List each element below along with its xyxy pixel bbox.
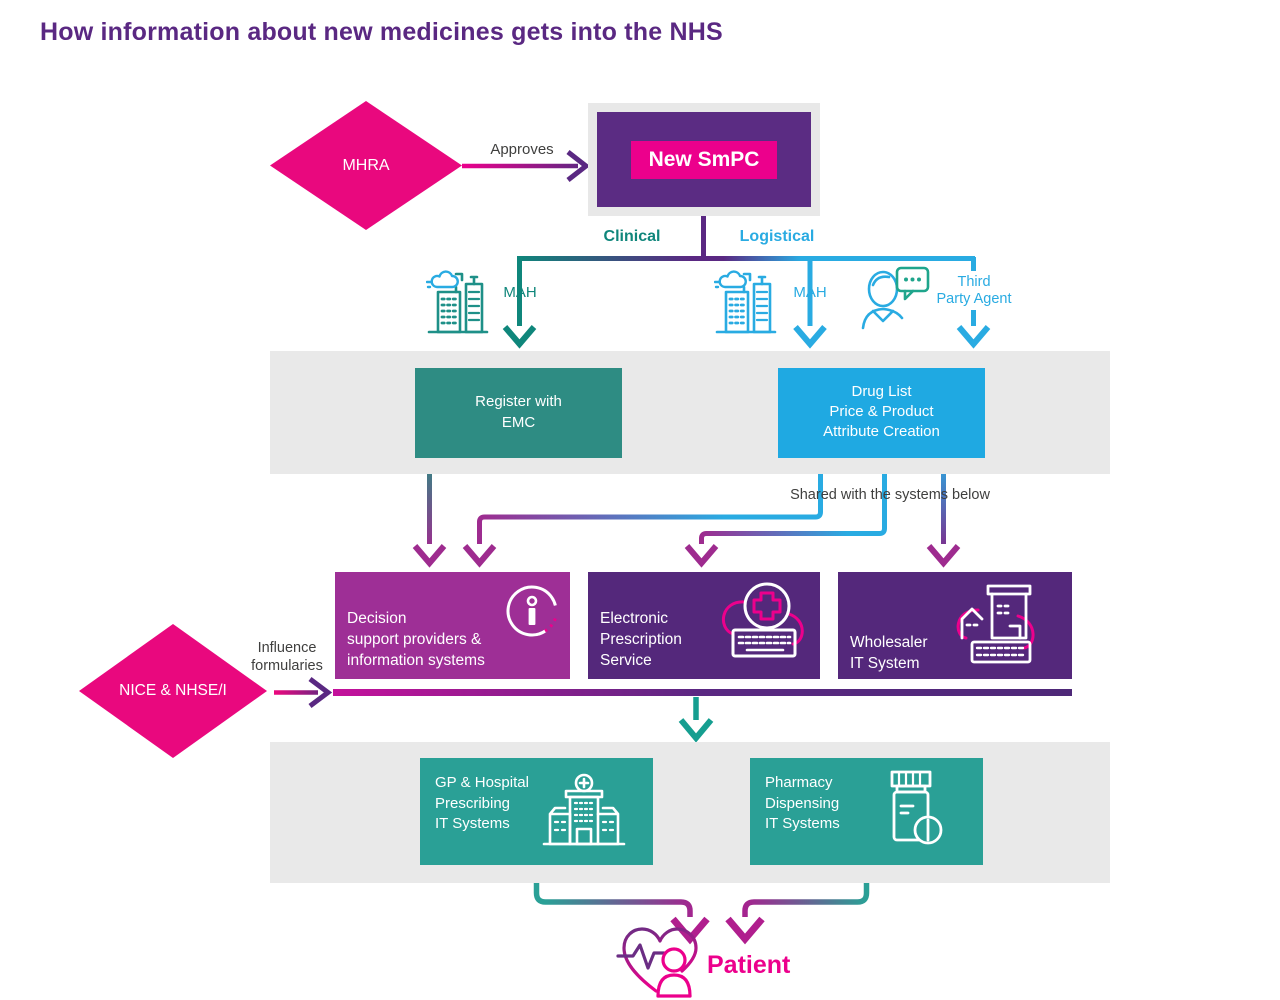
patient-heart-icon [616, 924, 704, 998]
eps-label: Electronic Prescription Service [600, 610, 682, 669]
mah-buildings-icon [426, 266, 490, 336]
register-emc-box: Register with EMC [415, 368, 622, 458]
new-smpc-box: New SmPC [597, 112, 811, 207]
pill-bottle-icon [878, 768, 946, 850]
eps-box: Electronic Prescription Service [588, 572, 820, 679]
new-smpc-label: New SmPC [630, 140, 778, 179]
pharmacy-to-patient-arrow [725, 864, 870, 945]
gp-prescribing-box: GP & Hospital Prescribing IT Systems [420, 758, 653, 865]
third-party-agent-icon [860, 264, 932, 330]
druglist-to-eps-arrow [684, 458, 887, 568]
wholesaler-building-icon [944, 580, 1042, 666]
mah-logistical-label: MAH [793, 284, 827, 301]
decision-support-box: Decision support providers & information… [335, 572, 570, 679]
influence-label: Influence formularies [251, 640, 323, 674]
systems-band [270, 742, 1110, 883]
druglist-to-decision-arrow [462, 458, 823, 568]
approves-arrow [462, 150, 591, 182]
bar-to-systems-arrow [678, 697, 714, 743]
pharmacy-dispensing-box: Pharmacy Dispensing IT Systems [750, 758, 983, 865]
keyboard-medical-icon [713, 580, 809, 660]
decision-support-label: Decision support providers & information… [347, 610, 485, 669]
mah-buildings-icon [714, 266, 778, 336]
pharmacy-dispensing-label: Pharmacy Dispensing IT Systems [765, 774, 840, 832]
info-icon [503, 582, 561, 640]
hospital-icon [538, 772, 630, 850]
page-title: How information about new medicines gets… [40, 18, 723, 46]
patient-label: Patient [707, 951, 791, 979]
drug-list-box: Drug List Price & Product Attribute Crea… [778, 368, 985, 458]
shared-note: Shared with the systems below [790, 487, 990, 503]
wholesaler-label: Wholesaler IT System [850, 634, 928, 672]
clinical-label: Clinical [603, 228, 661, 245]
third-party-label: Third Party Agent [936, 274, 1012, 307]
gp-to-patient-arrow [533, 864, 710, 945]
wholesaler-box: Wholesaler IT System [838, 572, 1072, 679]
mah-clinical-label: MAH [503, 284, 537, 301]
gp-prescribing-label: GP & Hospital Prescribing IT Systems [435, 774, 529, 832]
approves-label: Approves [490, 141, 554, 158]
logistical-label: Logistical [739, 228, 815, 245]
drug-list-label: Drug List Price & Product Attribute Crea… [823, 383, 940, 440]
nice-influence-arrow [274, 677, 333, 708]
nice-label: NICE & NHSE/I [119, 682, 227, 699]
register-emc-label: Register with EMC [475, 393, 562, 431]
mhra-label: MHRA [342, 156, 390, 174]
